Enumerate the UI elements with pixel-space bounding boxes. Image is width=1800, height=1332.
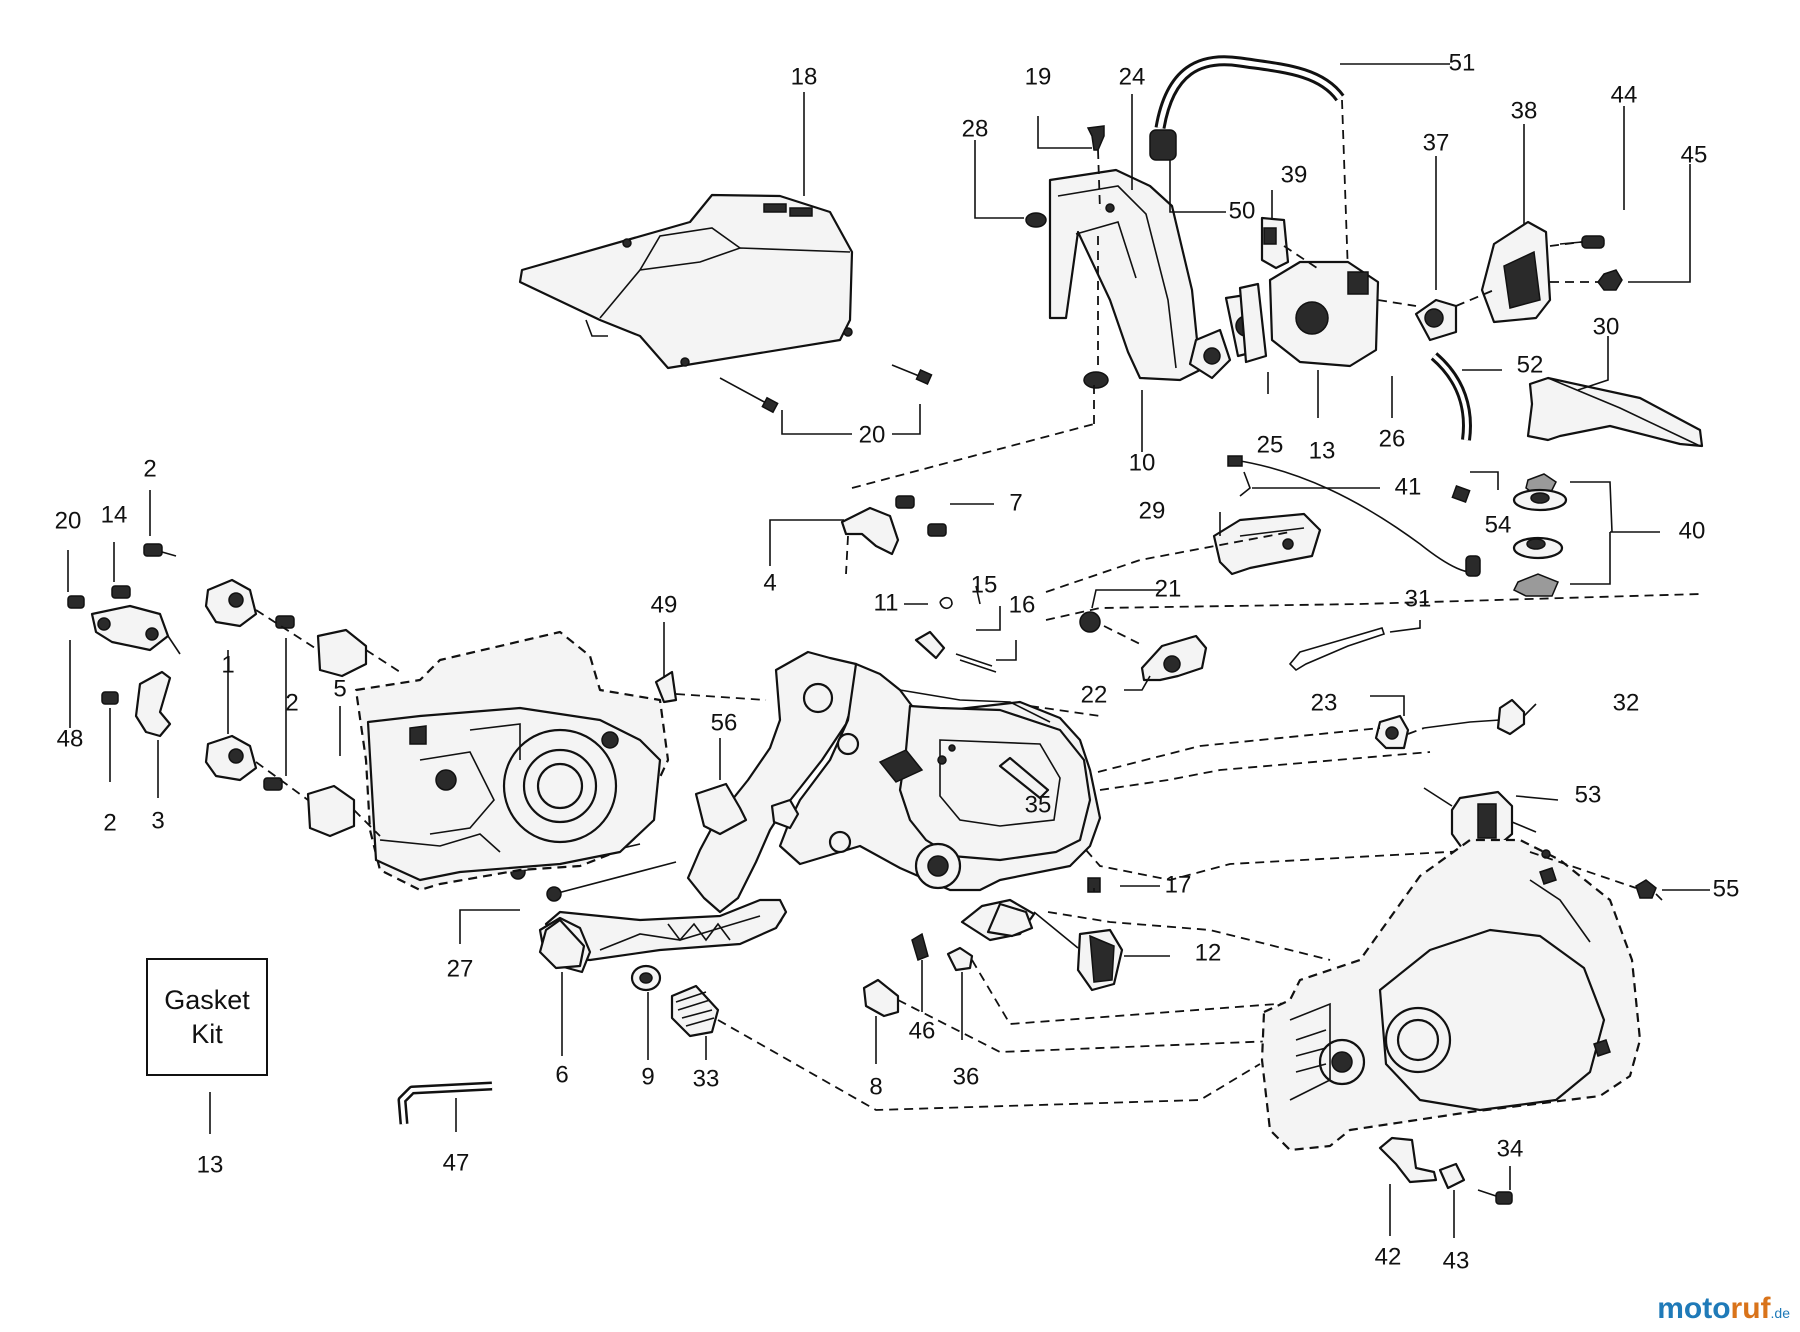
callout-53: 53 <box>1575 781 1602 808</box>
crankcase-left-part <box>354 630 670 892</box>
callout-55: 55 <box>1713 875 1740 902</box>
callout-3: 3 <box>151 807 164 834</box>
throttle-cable-part <box>1227 455 1481 577</box>
lower-small-parts <box>538 918 1331 1111</box>
callout-16: 16 <box>1009 591 1036 618</box>
callout-43: 43 <box>1443 1247 1470 1274</box>
watermark-brand-b: ruf <box>1730 1292 1771 1325</box>
cover-screw-part <box>719 364 933 414</box>
callout-23: 23 <box>1311 689 1338 716</box>
callout-52: 52 <box>1517 351 1544 378</box>
chain-catcher-parts <box>1378 851 1663 1205</box>
callout-4: 4 <box>763 569 776 596</box>
callout-32: 32 <box>1613 689 1640 716</box>
gasket-kit-box: Gasket Kit <box>146 958 268 1076</box>
chain-guide-plate-part <box>1526 376 1704 448</box>
callout-1: 1 <box>221 651 234 678</box>
callout-38: 38 <box>1511 97 1538 124</box>
watermark-brand-a: moto <box>1657 1292 1731 1325</box>
callout-19: 19 <box>1025 63 1052 90</box>
fuel-line-part <box>1149 55 1349 275</box>
gasket-kit-line2: Kit <box>191 1019 223 1049</box>
callout-54: 54 <box>1485 511 1512 538</box>
callout-21: 21 <box>1155 575 1182 602</box>
callout-2-a: 2 <box>143 455 156 482</box>
callout-7: 7 <box>1009 489 1022 516</box>
carburetor-part <box>1188 216 1623 380</box>
top-cover-part <box>518 193 854 370</box>
gasket-kit-line1: Gasket <box>164 985 250 1015</box>
watermark-logo: motoruf.de <box>1657 1292 1790 1326</box>
crankcase-right-part <box>1260 838 1642 1152</box>
callout-56: 56 <box>711 709 738 736</box>
watermark-suffix: .de <box>1770 1305 1790 1321</box>
stop-switch-part <box>1374 698 1526 750</box>
callout-51: 51 <box>1449 49 1476 76</box>
callout-12: 12 <box>1195 939 1222 966</box>
callout-31: 31 <box>1405 585 1432 612</box>
callout-50: 50 <box>1229 197 1256 224</box>
callout-24: 24 <box>1119 63 1146 90</box>
callout-25: 25 <box>1257 431 1284 458</box>
callout-30: 30 <box>1593 313 1620 340</box>
callout-22: 22 <box>1081 681 1108 708</box>
leader-lines <box>67 63 1710 1238</box>
callout-15: 15 <box>971 571 998 598</box>
callout-18: 18 <box>791 63 818 90</box>
handle-bracket-part <box>840 380 1095 575</box>
callout-20-top: 20 <box>859 421 886 448</box>
callout-10: 10 <box>1129 449 1156 476</box>
callout-13-top: 13 <box>1309 437 1336 464</box>
callout-48: 48 <box>57 725 84 752</box>
callout-13-bottom: 13 <box>197 1151 224 1178</box>
callout-46: 46 <box>909 1017 936 1044</box>
callout-27: 27 <box>447 955 474 982</box>
callout-5: 5 <box>333 675 346 702</box>
callout-40: 40 <box>1679 517 1706 544</box>
callout-44: 44 <box>1611 81 1638 108</box>
impulse-hose-part <box>1430 352 1472 503</box>
callout-2-c: 2 <box>103 809 116 836</box>
callout-37: 37 <box>1423 129 1450 156</box>
allen-key-part <box>397 1081 493 1125</box>
callout-9: 9 <box>641 1063 654 1090</box>
callout-8: 8 <box>869 1073 882 1100</box>
callout-29: 29 <box>1139 497 1166 524</box>
throttle-linkage-part <box>1079 611 1386 682</box>
callout-17: 17 <box>1165 871 1192 898</box>
callout-47: 47 <box>443 1149 470 1176</box>
callout-labels: 18 19 24 51 28 50 39 37 38 44 45 20 30 5… <box>55 49 1740 1274</box>
callout-2-b: 2 <box>285 689 298 716</box>
callout-34: 34 <box>1497 1135 1524 1162</box>
callout-26: 26 <box>1379 425 1406 452</box>
callout-42: 42 <box>1375 1243 1402 1270</box>
callout-45: 45 <box>1681 141 1708 168</box>
callout-6: 6 <box>555 1061 568 1088</box>
callout-39: 39 <box>1281 161 1308 188</box>
air-filter-cover-part <box>1025 125 1202 389</box>
fuel-filter-part <box>1423 787 1537 850</box>
throttle-trigger-part <box>1212 512 1322 576</box>
callout-11: 11 <box>874 589 899 616</box>
callout-49: 49 <box>651 591 678 618</box>
callout-33: 33 <box>693 1065 720 1092</box>
bar-nut-part <box>1512 473 1568 597</box>
callout-36: 36 <box>953 1063 980 1090</box>
pin-and-spring-parts <box>914 596 997 673</box>
callout-14: 14 <box>101 501 128 528</box>
callout-20-left: 20 <box>55 507 82 534</box>
av-mount-parts <box>67 543 401 838</box>
callout-35: 35 <box>1025 791 1052 818</box>
small-parts-center <box>960 756 1124 992</box>
callout-28: 28 <box>962 115 989 142</box>
callout-41: 41 <box>1395 473 1422 500</box>
